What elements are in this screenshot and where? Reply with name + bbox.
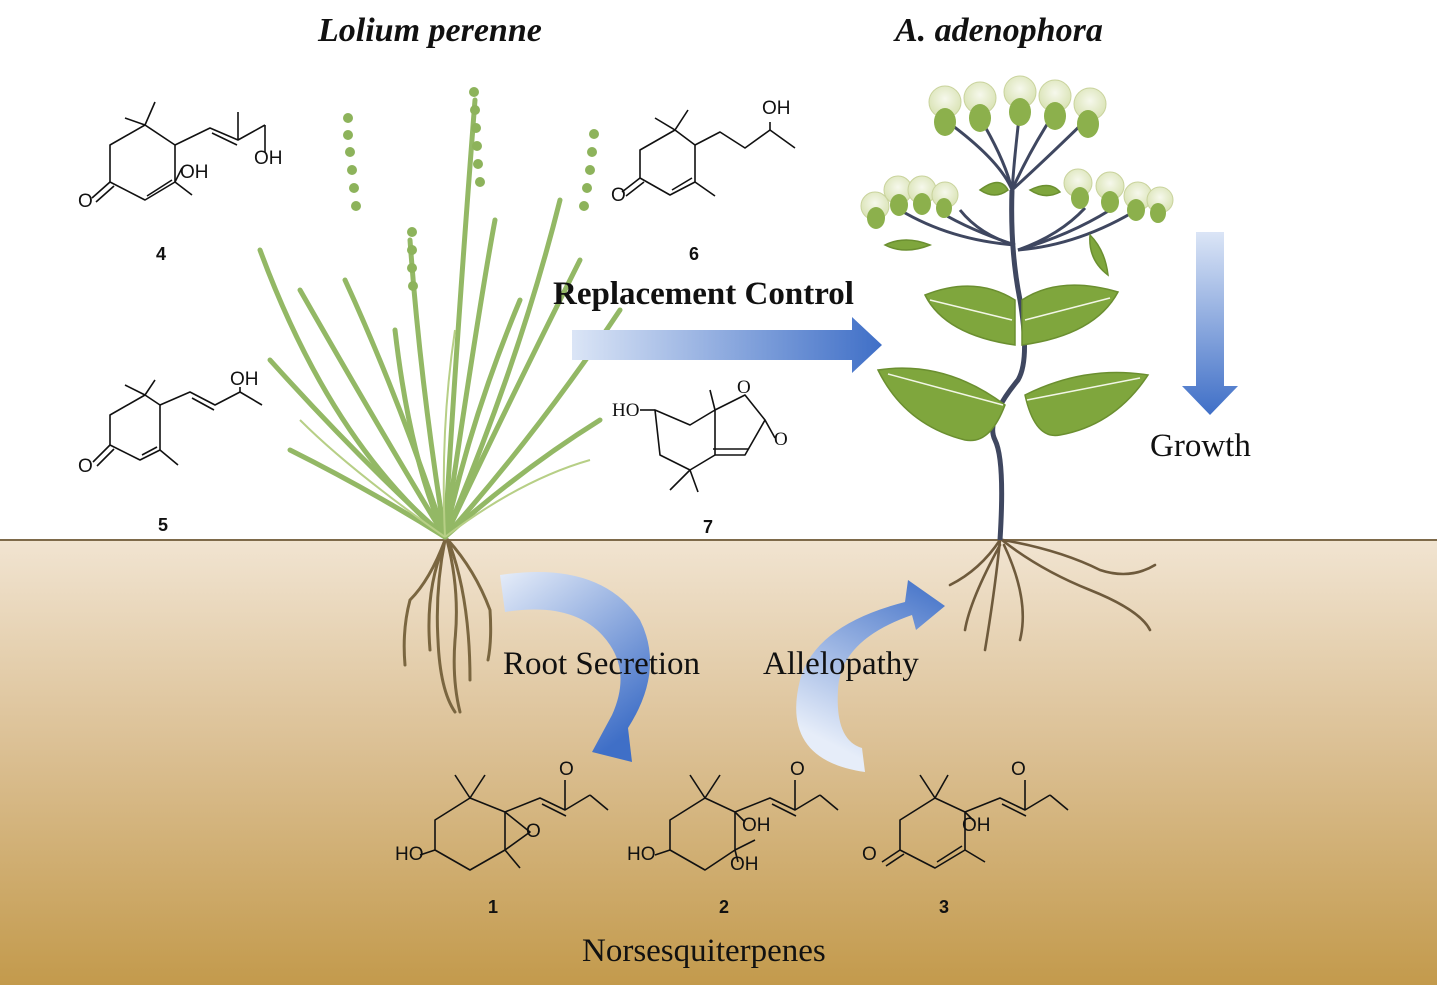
compound-7-structure [640,389,776,493]
branches [899,109,1141,252]
grass-blades [257,97,623,540]
grass-roots [402,538,493,714]
title-a-adenophora: A. adenophora [895,12,1103,49]
lolium-perenne-plant [257,87,623,714]
compound-6-number: 6 [689,244,700,264]
compound-6-hydroxyl: OH [762,98,791,119]
soil [0,540,1437,985]
compound-4-ketone-o: O [78,191,93,212]
root-secretion-arrow [500,572,651,762]
compound-5-ketone-o: O [78,456,93,477]
compound-1-hydroxyl: HO [395,844,424,865]
main-stem [990,189,1027,541]
compound-4-hydroxyl-ring: OH [180,162,209,183]
compound-6-structure [621,109,796,197]
grass-spikes [343,87,599,291]
allelopathy-label: Allelopathy [763,646,919,682]
flower-bracts [867,98,1166,229]
compound-2-hydroxyl-left: HO [627,844,656,865]
compound-2-number: 2 [719,897,730,917]
growth-arrow [1182,232,1238,415]
compound-3-number: 3 [939,897,950,917]
plant-roots [948,538,1157,652]
title-lolium-perenne: Lolium perenne [318,12,542,49]
leaf-veins [887,297,1141,406]
compound-5-hydroxyl: OH [230,369,259,390]
compound-4-number: 4 [156,244,167,264]
compound-7-ring-o: O [737,377,751,398]
compound-7-number: 7 [703,517,714,537]
grass-thin-stems [299,329,591,538]
compound-4-structure [91,101,266,203]
compound-1-ketone-o: O [559,759,574,780]
root-secretion-label: Root Secretion [503,646,701,682]
allelopathy-arrow [796,580,945,772]
compound-1-epoxide-o: O [526,821,541,842]
compound-3-structure [881,774,1069,869]
compound-5-number: 5 [158,515,169,535]
compound-7-carbonyl-o: O [774,429,788,450]
compound-6-ketone-o: O [611,185,626,206]
compound-4-hydroxyl-chain: OH [254,148,283,169]
plant-leaves [876,181,1150,442]
replacement-arrow [572,317,882,373]
compound-2-hydroxyl-upper: OH [742,815,771,836]
ageratina-adenophora-plant [860,75,1174,652]
compound-7-hydroxyl: HO [612,400,640,421]
growth-label: Growth [1150,428,1251,464]
compound-1-structure [419,774,609,871]
compound-2-structure [654,774,839,871]
replacement-control-label: Replacement Control [553,276,854,312]
compound-1-number: 1 [488,897,499,917]
compound-5-structure [92,379,263,467]
compound-3-hydroxyl: OH [962,815,991,836]
compound-3-chain-ketone-o: O [1011,759,1026,780]
compound-3-ring-ketone-o: O [862,844,877,865]
compound-2-ketone-o: O [790,759,805,780]
norsesquiterpenes-label: Norsesquiterpenes [582,933,826,969]
compound-2-hydroxyl-lower: OH [730,854,759,875]
